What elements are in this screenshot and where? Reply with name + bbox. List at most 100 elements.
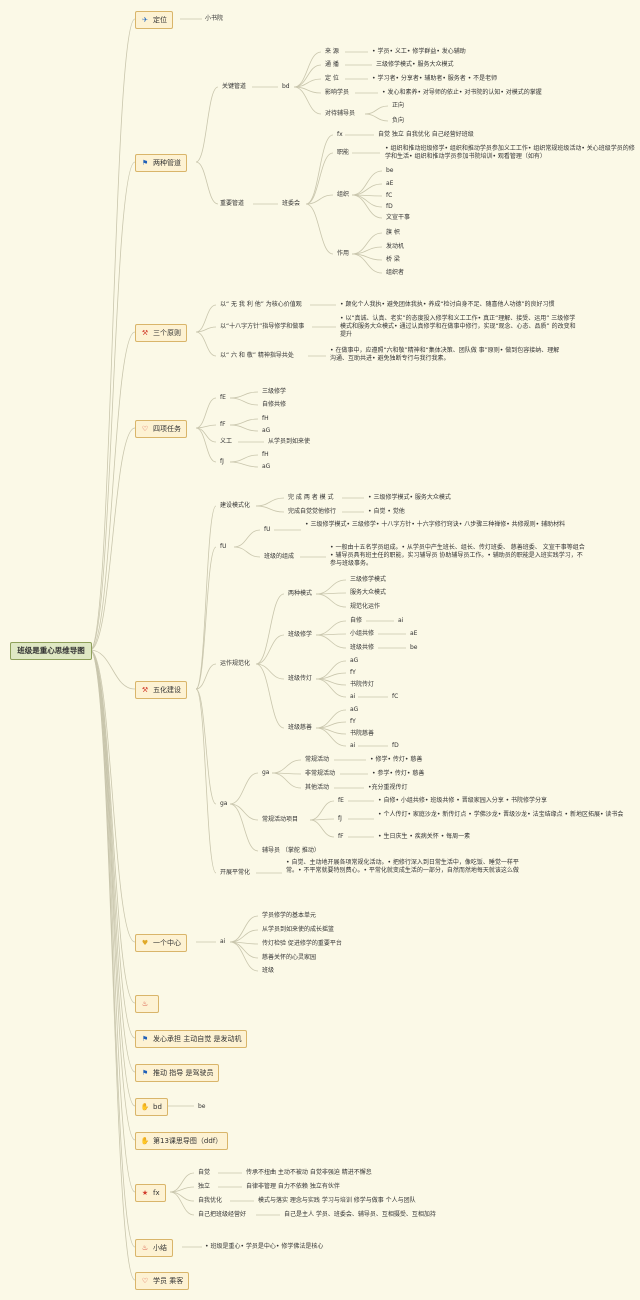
branch-node-engine[interactable]: ⚑发心承担 主动自觉 是发动机 (135, 1030, 248, 1048)
leaf-text: fC (392, 693, 399, 700)
branch-label: bd (153, 1103, 162, 1111)
node-text: 职能 (337, 149, 350, 156)
root-node[interactable]: 班级是重心思维导图 (10, 642, 92, 660)
branch-label: 一个中心 (153, 939, 181, 947)
branch-node-lesson13[interactable]: ✋第13课思导图（ddf） (135, 1132, 229, 1150)
node-text: 影响学员 (325, 89, 350, 96)
connector (195, 397, 217, 429)
leaf-text: • 在做事中，应遵照“六和敬”精神和“集体决策、团队做 事”原则• 做到包容接纳… (330, 347, 560, 362)
leaf-text: • 班级是重心• 学员是中心• 修学佛法是核心 (205, 1243, 324, 1250)
connector (195, 688, 217, 874)
hand-icon: ✋ (140, 1137, 150, 1145)
connector (351, 170, 383, 196)
branch-node-passenger[interactable]: ♡学员 乘客 (135, 1272, 190, 1290)
flag-icon: ⚑ (141, 1069, 149, 1077)
leaf-text: 规范化运作 (350, 603, 381, 610)
leaf-text: fY (350, 669, 356, 676)
branch-node-five-constructions[interactable]: ⚒五化建设 (135, 681, 187, 699)
connector (229, 803, 259, 852)
branch-label: 五化建设 (153, 686, 181, 694)
leaf-text: • 生日庆生 • 疾病关怀 • 每周一素 (378, 833, 471, 840)
connector (364, 113, 389, 122)
leaf-text: • 自觉 • 觉他 (368, 508, 405, 515)
connector (271, 772, 302, 789)
leaf-text: fD (386, 203, 393, 210)
leaf-text: • 发心和素养• 对导师的依止• 对书院的认知• 对模式的掌握 (382, 89, 542, 96)
node-text: 建设模式化 (220, 502, 251, 509)
branch-node-fire[interactable]: ♨ (135, 995, 159, 1013)
leaf-text: 书院慈善 (350, 730, 375, 737)
connector (305, 203, 334, 255)
node-text: fJ (220, 458, 224, 465)
connector (89, 161, 136, 651)
leaf-text: ai (350, 693, 356, 700)
leaf-text: be (198, 1103, 206, 1110)
node-text: 开展平常化 (220, 869, 251, 876)
branch-label: 定位 (153, 16, 167, 24)
connector (315, 678, 347, 698)
node-text: 以“ 六 和 敬” 精神指导共处 (220, 352, 294, 359)
node-text: 关键管道 (222, 83, 247, 90)
connector (309, 819, 335, 838)
connector (89, 649, 136, 690)
connector (305, 134, 334, 205)
connector (309, 800, 335, 821)
connector (89, 649, 136, 1248)
leaf-text: 服务大众模式 (350, 589, 387, 596)
gem-icon: ♥ (141, 939, 149, 947)
node-text: fE (220, 394, 226, 401)
node-text: bd (282, 83, 290, 90)
branch-label: 小结 (153, 1244, 167, 1252)
leaf-text: • 自觉、主动地开展各项常规化活动。• 把修行深入到日常生活中，像吃饭、睡觉一样… (286, 859, 519, 874)
connector (195, 505, 217, 690)
leaf-text: 自觉 独立 自我优化 自己经营好班级 (378, 131, 474, 138)
leaf-text: 小组共修 (350, 630, 375, 637)
connector (195, 663, 217, 690)
node-text: 完 成 两 者 模 式 (288, 494, 334, 501)
leaf-text: 文宣干事 (386, 214, 411, 221)
connector (229, 941, 259, 972)
connector (89, 649, 136, 943)
connector (229, 424, 259, 432)
leaf-text: aG (262, 463, 271, 470)
leaf-text: 旗 帜 (386, 229, 400, 236)
connector (89, 649, 136, 1141)
leaf-text: 学员修学的基本单元 (262, 912, 317, 919)
leaf-text: • 学习者• 分享者• 辅助者• 服务者 • 不是老师 (372, 75, 498, 82)
connector (315, 579, 347, 595)
leaf-text: 班级 (262, 967, 275, 974)
connector (195, 546, 217, 690)
connector (195, 326, 217, 333)
branch-node-one-center[interactable]: ♥ 一个中心 (135, 934, 187, 952)
branch-label: 三个原则 (153, 329, 181, 337)
connector (229, 391, 259, 399)
connector (195, 304, 217, 333)
star-icon: ★ (141, 1189, 149, 1197)
connector (315, 727, 347, 747)
node-text: ga (220, 800, 228, 807)
branch-node-two-channels[interactable]: ⚑两种管道 (135, 154, 187, 172)
node-text: 班级慈善 (288, 724, 313, 731)
node-text: 组织 (337, 191, 350, 198)
connector (169, 1172, 195, 1193)
branch-label: 四项任务 (153, 425, 181, 433)
node-text: fU (220, 543, 227, 550)
connector (229, 929, 259, 943)
branch-node-driver[interactable]: ⚑推动 指导 是驾驶员 (135, 1064, 220, 1082)
node-text: 两种模式 (288, 590, 313, 597)
connector (233, 546, 261, 558)
connector (89, 427, 136, 651)
connector (255, 634, 285, 665)
connector (169, 1191, 195, 1216)
flag-icon: ⚑ (141, 1035, 149, 1043)
branch-node-three-principles[interactable]: ⚒三个原则 (135, 324, 187, 342)
branch-node-positioning[interactable]: ✈定位 (135, 11, 173, 29)
branch-node-four-tasks[interactable]: ♡四项任务 (135, 420, 187, 438)
leaf-text: • 个人传灯• 家庭沙龙• 新传灯点 • 学佛沙龙• 晋级沙龙• 法宝结缘点 •… (378, 811, 624, 818)
branch-node-summary[interactable]: ♨小结 (135, 1239, 173, 1257)
branch-node-fx[interactable]: ★fx (135, 1184, 166, 1202)
leaf-text: aE (386, 180, 394, 187)
leaf-text: ai (350, 742, 356, 749)
branch-node-bd[interactable]: ✋bd (135, 1098, 168, 1116)
leaf-text: be (386, 167, 394, 174)
